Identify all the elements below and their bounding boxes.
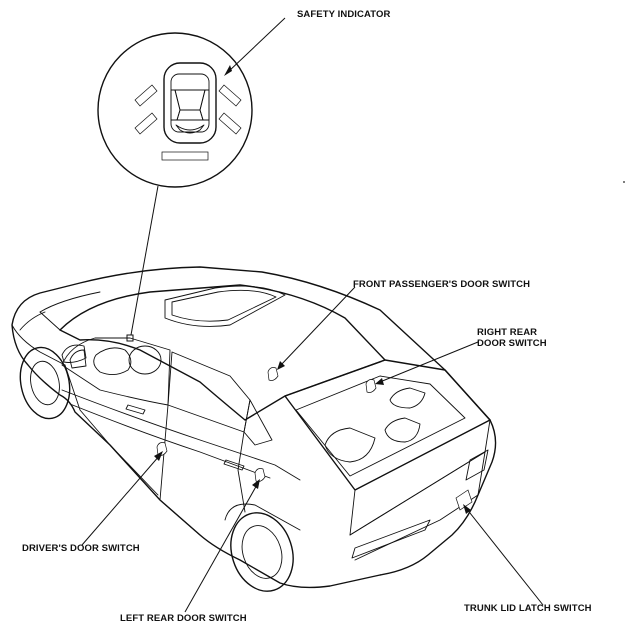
trunk-lid-latch-switch-label: TRUNK LID LATCH SWITCH — [464, 603, 592, 614]
car-body — [11, 266, 497, 592]
front-door-lower — [64, 364, 159, 496]
left-rear-leader — [184, 482, 259, 613]
left-rear-switch-marker — [254, 468, 266, 482]
magnifier-circle — [97, 32, 253, 188]
trunk-switch-marker — [455, 489, 473, 511]
door-indicator-lights — [134, 84, 242, 161]
c-pillar-seam — [237, 431, 246, 513]
indicator-magnifier — [97, 32, 253, 188]
front-right-door-light — [218, 84, 242, 107]
front-passenger-door-switch-label: FRONT PASSENGER'S DOOR SWITCH — [353, 279, 531, 290]
trunk-lid — [284, 359, 491, 491]
right-rear-door-switch-label-line2: DOOR SWITCH — [477, 338, 547, 349]
front-wheel — [19, 346, 71, 420]
rear-door-window — [167, 351, 251, 433]
roof — [59, 284, 386, 421]
front-passenger-switch-marker — [267, 367, 279, 381]
front-passenger-leader — [279, 286, 356, 367]
front-door-window — [61, 337, 171, 406]
right-rear-switch-marker — [365, 379, 377, 393]
dashboard-leader — [130, 185, 159, 336]
front-left-door-light — [134, 84, 158, 107]
left-rear-door-switch-label: LEFT REAR DOOR SWITCH — [120, 613, 247, 624]
leader-lines — [81, 286, 544, 613]
right-rear-leader — [379, 341, 479, 383]
sunroof-inner — [171, 289, 277, 322]
rear-right-door-light — [218, 112, 242, 135]
drivers-door-switch-label: DRIVER'S DOOR SWITCH — [22, 543, 140, 554]
switch-markers — [156, 367, 473, 511]
driver-leader — [81, 454, 161, 546]
rear-left-door-light — [134, 112, 158, 135]
quarter-window — [243, 399, 273, 446]
sunroof — [164, 285, 286, 327]
safety-indicator-leader — [227, 17, 286, 73]
trunk-leader — [465, 507, 544, 606]
right-rear-door-switch-label-line1: RIGHT REAR — [477, 327, 538, 338]
car-icon — [163, 62, 217, 144]
rear-wheel — [230, 512, 294, 592]
safety-indicator-label: SAFETY INDICATOR — [297, 9, 391, 20]
trunk-light — [161, 151, 209, 161]
car-silhouette — [11, 266, 497, 589]
